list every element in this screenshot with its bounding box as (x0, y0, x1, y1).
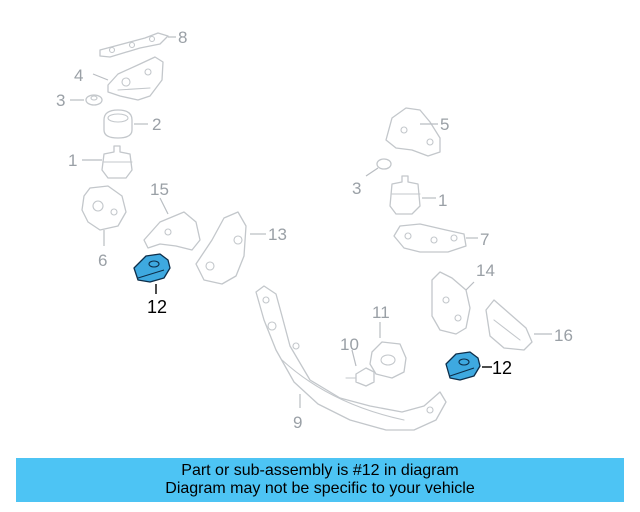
callout-left-6: 6 (98, 251, 107, 270)
part-14-bracket (431, 271, 475, 335)
part-7-bracket (393, 223, 478, 253)
callout-right-11: 11 (372, 303, 390, 322)
part-5-bracket (385, 107, 441, 157)
part-13-bracket (195, 211, 266, 285)
part-3-nut-right (365, 158, 392, 177)
part-1-mount (82, 145, 133, 179)
callout-left-2: 2 (152, 115, 161, 134)
part-8-bracket (99, 32, 176, 58)
callout-left-4: 4 (74, 66, 83, 85)
callout-right-3: 3 (352, 179, 361, 198)
banner-line-2: Diagram may not be specific to your vehi… (165, 480, 475, 497)
callout-right-9: 9 (293, 413, 302, 432)
part-4-bracket (92, 56, 164, 101)
callout-left-3: 3 (56, 91, 65, 110)
callout-right-7: 7 (480, 230, 489, 249)
part-1-mount-right (389, 175, 436, 215)
callout-left-15: 15 (150, 180, 169, 199)
part-10-bolt (345, 349, 375, 387)
callout-right-16: 16 (554, 326, 573, 345)
callout-right-10: 10 (340, 335, 359, 354)
banner-line-1: Part or sub-assembly is #12 in diagram (181, 462, 459, 479)
part-16-bracket (485, 299, 552, 351)
callout-left-8: 8 (178, 28, 187, 47)
part-12-right-highlighted (445, 351, 492, 381)
part-12-left-highlighted (133, 253, 171, 294)
info-banner: Part or sub-assembly is #12 in diagram D… (16, 458, 624, 502)
part-2-cushion (103, 109, 148, 139)
part-9-crossmember (255, 285, 447, 431)
callout-right-5: 5 (440, 115, 449, 134)
callout-left-1: 1 (68, 151, 77, 170)
part-15-mount (143, 197, 201, 251)
callout-right-12: 12 (492, 358, 512, 378)
callout-right-14: 14 (476, 261, 495, 280)
callout-right-1: 1 (438, 191, 447, 210)
part-3-nut (70, 94, 103, 106)
callout-left-12: 12 (147, 297, 167, 317)
part-11-mount (369, 322, 407, 379)
callout-left-13: 13 (268, 225, 287, 244)
part-6-bracket (81, 185, 127, 246)
